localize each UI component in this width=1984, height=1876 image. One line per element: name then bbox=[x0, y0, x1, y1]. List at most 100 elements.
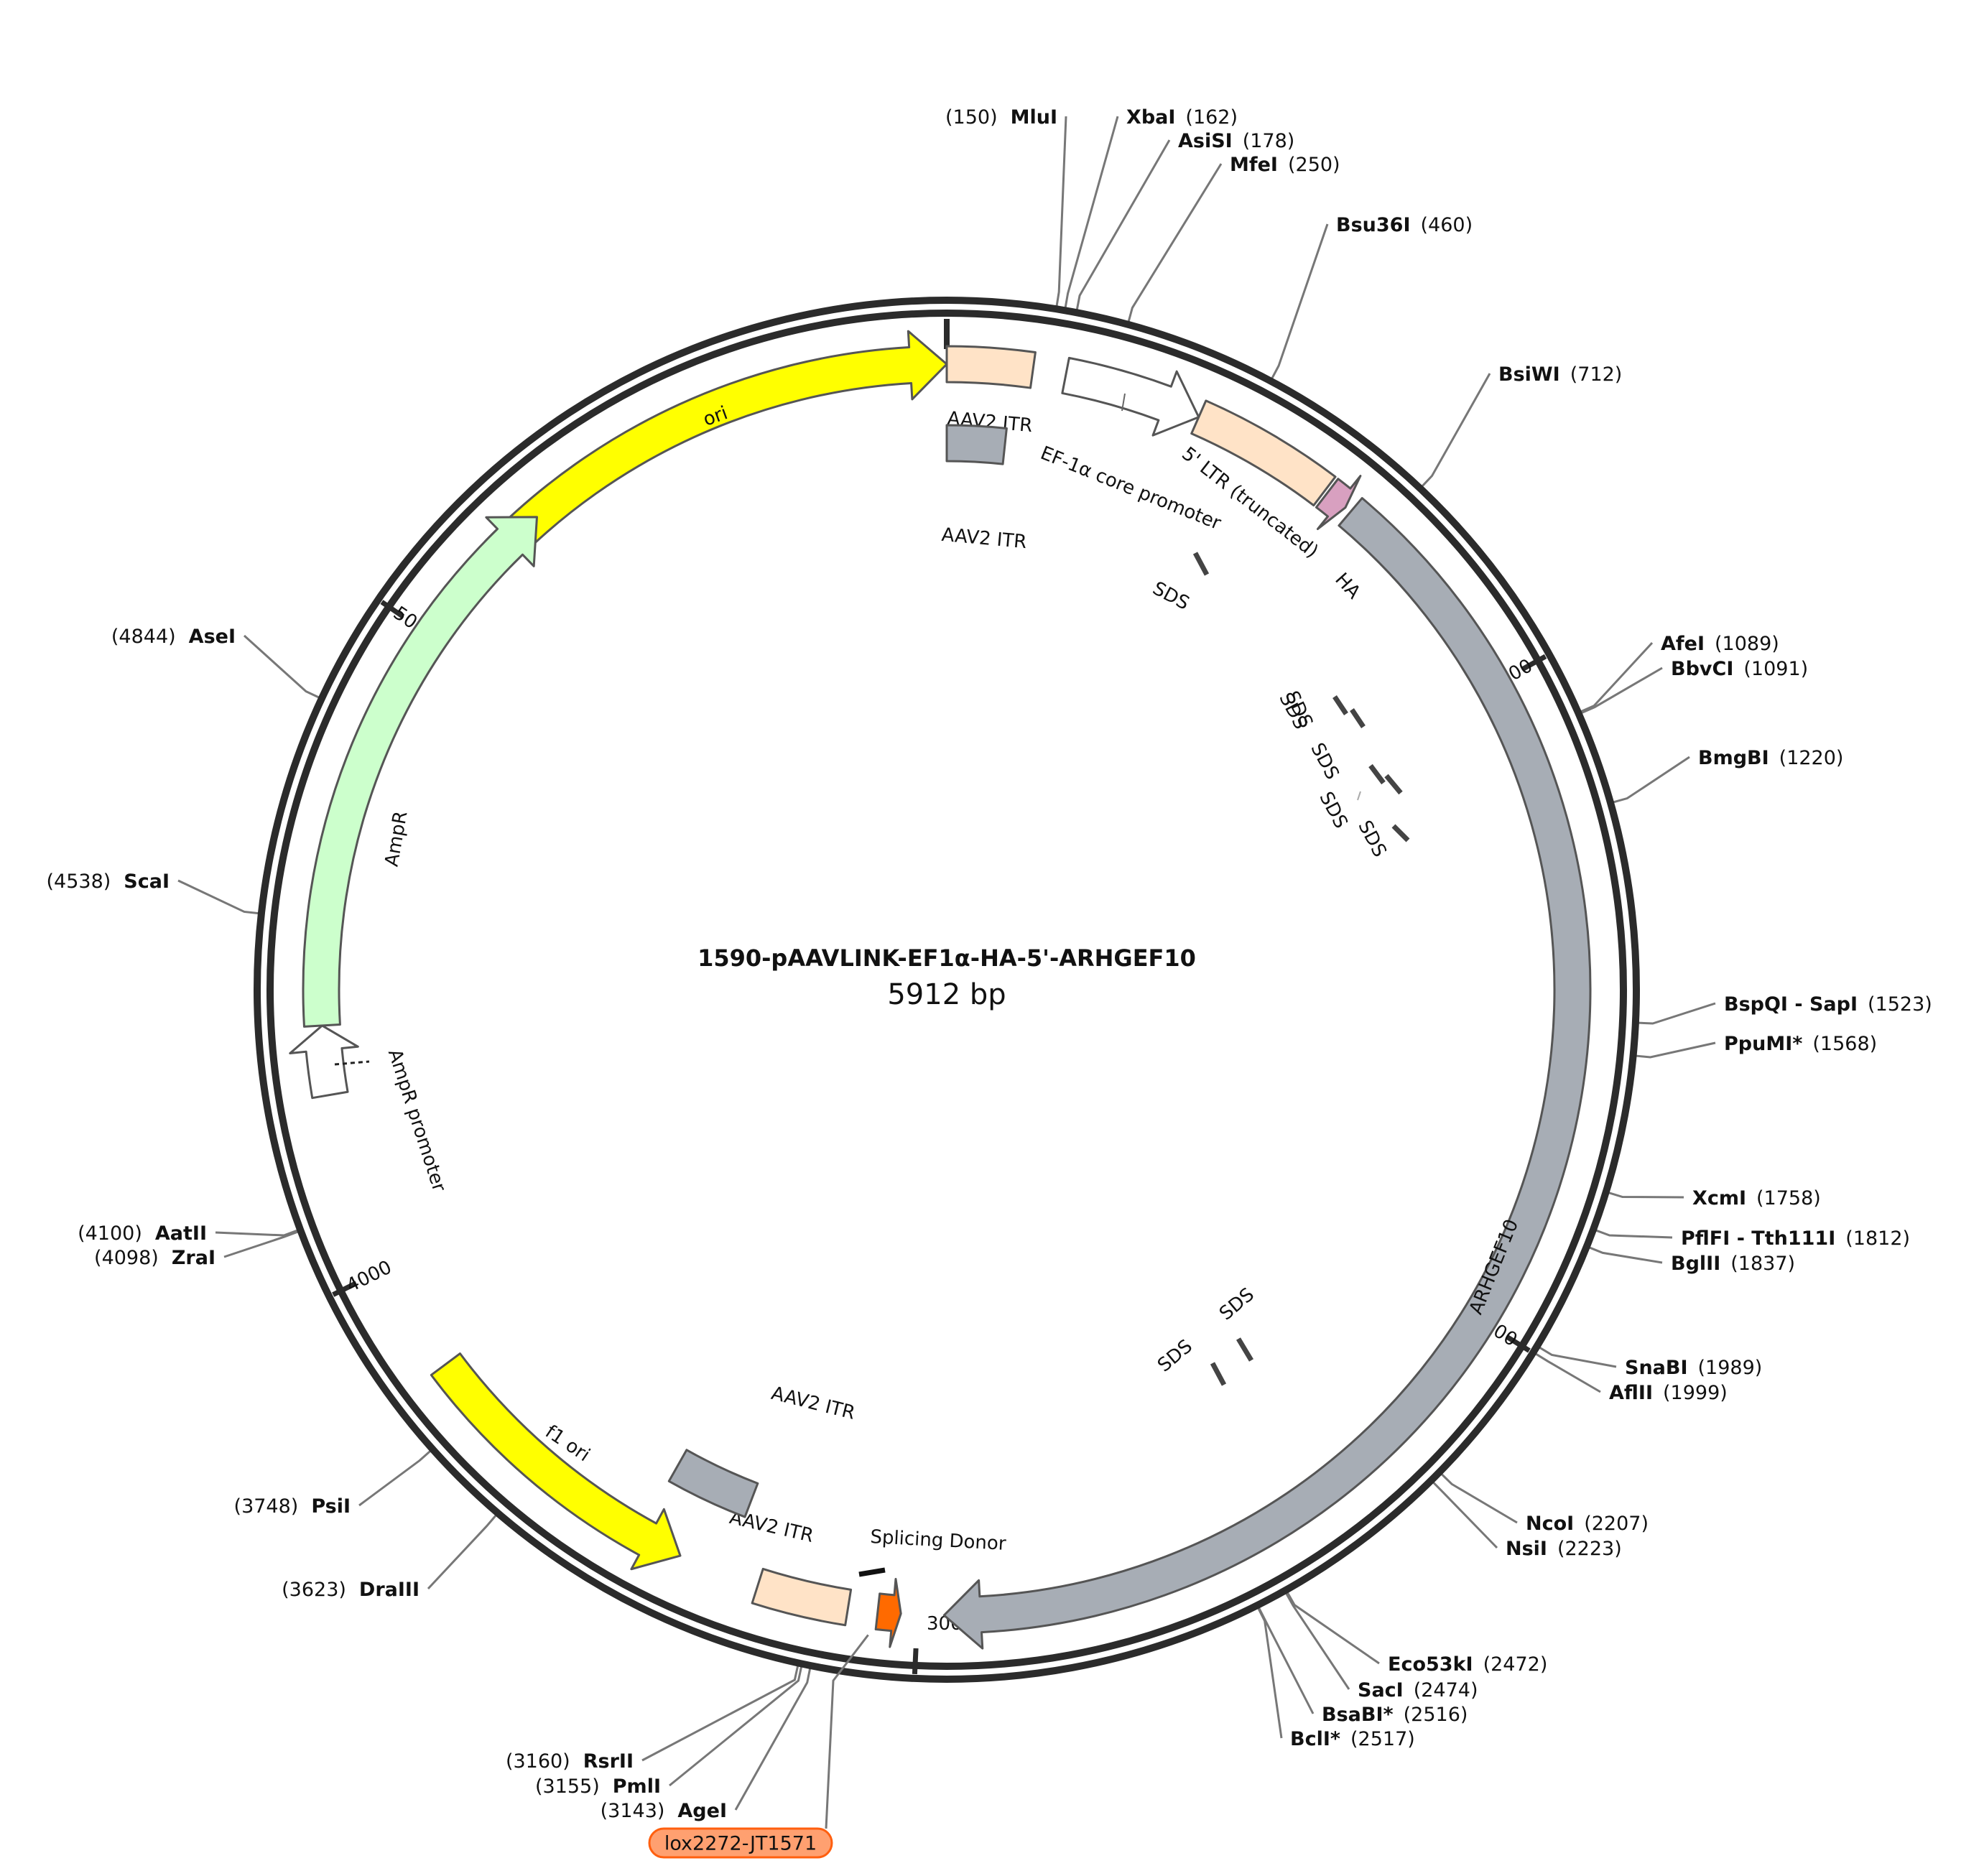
site-leader bbox=[1589, 1246, 1663, 1264]
primer-label: lox2272-JT1571 bbox=[664, 1833, 817, 1855]
site-label: NcoI (2207) bbox=[1526, 1513, 1649, 1535]
feature-shape bbox=[874, 1577, 902, 1648]
site-asei[interactable]: (4844)AseI bbox=[111, 626, 320, 699]
site-eco53ki[interactable]: Eco53kI(2472) bbox=[1286, 1592, 1547, 1676]
feature-aav2-itr-bottom[interactable]: AAV2 ITR bbox=[728, 1507, 853, 1627]
site-mlui[interactable]: (150)MluI bbox=[945, 106, 1067, 307]
feature-aav2-itr-inner-bottom[interactable]: AAV2 ITR bbox=[667, 1383, 858, 1518]
site-leader bbox=[1636, 1041, 1716, 1059]
site-position: (2207) bbox=[1584, 1513, 1649, 1535]
site-afei[interactable]: AfeI(1089) bbox=[1580, 633, 1779, 713]
site-leader bbox=[1127, 163, 1223, 322]
feature-shape bbox=[751, 1567, 853, 1627]
site-mfei[interactable]: MfeI(250) bbox=[1127, 154, 1340, 322]
sds-mark: SDS bbox=[1154, 1335, 1227, 1386]
site-label: (4098)ZraI bbox=[94, 1247, 215, 1269]
site-bbvci[interactable]: BbvCI(1091) bbox=[1581, 658, 1809, 714]
site-rsrii[interactable]: (3160)RsrII bbox=[506, 1666, 799, 1773]
site-saci[interactable]: SacI(2474) bbox=[1285, 1592, 1478, 1701]
feature-aav2-itr-top[interactable]: AAV2 ITR bbox=[945, 345, 1037, 437]
site-position: (3160) bbox=[506, 1750, 570, 1773]
site-bmgbi[interactable]: BmgBI (1220) bbox=[1613, 747, 1844, 804]
feature-ori[interactable]: ori bbox=[484, 330, 948, 567]
site-ncoi[interactable]: NcoI (2207) bbox=[1440, 1473, 1649, 1535]
feature-label: AmpR bbox=[381, 809, 412, 868]
site-label: (4538)ScaI bbox=[47, 870, 170, 893]
site-name: BmgBI bbox=[1698, 747, 1769, 769]
site-position: (1812) bbox=[1845, 1227, 1910, 1250]
site-xbai[interactable]: XbaI(162) bbox=[1064, 106, 1238, 308]
feature-aav2-itr-inner-top[interactable]: AAV2 ITR bbox=[940, 424, 1028, 553]
feature-arhgef10[interactable]: ARHGEF10 bbox=[942, 497, 1592, 1650]
site-ppumi-[interactable]: PpuMI* (1568) bbox=[1636, 1033, 1878, 1059]
site-name: BglII bbox=[1671, 1253, 1720, 1275]
site-name: Bsu36I bbox=[1336, 214, 1411, 236]
site-name: PsiI bbox=[311, 1495, 351, 1518]
feature-shape bbox=[430, 1352, 682, 1571]
site-name: PmlI bbox=[613, 1775, 661, 1798]
site-position: (3143) bbox=[601, 1800, 665, 1822]
site-name: Eco53kI bbox=[1388, 1653, 1473, 1676]
site-zrai[interactable]: (4098)ZraI bbox=[94, 1230, 299, 1269]
feature-label: AAV2 ITR bbox=[769, 1383, 858, 1424]
site-position: (4538) bbox=[47, 870, 111, 893]
site-psii[interactable]: (3748) PsiI bbox=[234, 1450, 432, 1518]
site-leader bbox=[1638, 1002, 1716, 1025]
site-position: (460) bbox=[1421, 214, 1473, 236]
backbone-inner-ring bbox=[266, 310, 1627, 1670]
site-draiii[interactable]: (3623)DraIII bbox=[282, 1514, 497, 1601]
site-name: SnaBI bbox=[1625, 1357, 1688, 1379]
site-label: (4100)AatII bbox=[78, 1222, 207, 1245]
site-bsiwi[interactable]: BsiWI(712) bbox=[1421, 363, 1623, 488]
feature-ampr-promoter[interactable]: AmpR promoter bbox=[289, 1024, 450, 1194]
ampr-divider bbox=[334, 1060, 370, 1066]
site-name: PpuMI* bbox=[1724, 1033, 1802, 1055]
site-name: AatII bbox=[155, 1222, 207, 1245]
site-position: (1091) bbox=[1743, 658, 1808, 680]
site-position: (2474) bbox=[1414, 1679, 1478, 1701]
tick-mark bbox=[1521, 654, 1547, 672]
site-leader bbox=[1286, 1592, 1380, 1665]
site-leader bbox=[223, 1230, 299, 1258]
site-scai[interactable]: (4538)ScaI bbox=[47, 870, 259, 915]
site-bcli-[interactable]: BclI*(2517) bbox=[1257, 1607, 1415, 1750]
site-bspqi-sapi[interactable]: BspQI - SapI(1523) bbox=[1638, 993, 1932, 1025]
site-leader bbox=[243, 634, 320, 699]
site-label: BsaBI*(2516) bbox=[1322, 1704, 1468, 1726]
feature-f1-ori[interactable]: f1 ori bbox=[430, 1352, 682, 1571]
site-name: DraIII bbox=[359, 1579, 419, 1601]
primer-lox2272[interactable]: lox2272-JT1571 bbox=[648, 1634, 869, 1859]
site-pmli[interactable]: (3155) PmlI bbox=[535, 1666, 803, 1798]
sds-line bbox=[1368, 763, 1386, 785]
feature-shape bbox=[302, 516, 538, 1028]
sds-label: SDS bbox=[1154, 1335, 1197, 1376]
site-nsii[interactable]: NsiI(2223) bbox=[1432, 1481, 1622, 1560]
site-bsu36i[interactable]: Bsu36I (460) bbox=[1271, 214, 1473, 379]
sds-line bbox=[1192, 552, 1210, 576]
site-leader bbox=[427, 1514, 497, 1590]
site-name: XcmI bbox=[1692, 1187, 1746, 1209]
site-bglii[interactable]: BglII(1837) bbox=[1589, 1246, 1795, 1275]
site-agei[interactable]: (3143)AgeI bbox=[601, 1668, 812, 1822]
feature-ampr[interactable]: AmpR bbox=[302, 516, 538, 1028]
site-position: (1568) bbox=[1812, 1033, 1877, 1055]
feature-ltr-5[interactable]: 5' LTR (truncated) bbox=[1177, 399, 1337, 562]
site-asisi[interactable]: AsiSI(178) bbox=[1075, 130, 1294, 310]
feature-label: HA bbox=[1330, 569, 1364, 603]
site-name: AseI bbox=[189, 626, 236, 648]
site-position: (3155) bbox=[535, 1775, 600, 1798]
site-xcmi[interactable]: XcmI(1758) bbox=[1608, 1187, 1821, 1209]
site-position: (3748) bbox=[234, 1495, 299, 1518]
sds-mark: SDS bbox=[1353, 774, 1403, 860]
site-aatii[interactable]: (4100)AatII bbox=[78, 1222, 298, 1245]
site-name: ZraI bbox=[172, 1247, 215, 1269]
sds-mark: SDS bbox=[1215, 1283, 1258, 1362]
site-label: PpuMI* (1568) bbox=[1724, 1033, 1877, 1055]
site-aflii[interactable]: AflII(1999) bbox=[1535, 1352, 1728, 1404]
site-position: (1220) bbox=[1779, 747, 1844, 769]
site-snabi[interactable]: SnaBI(1989) bbox=[1539, 1346, 1762, 1379]
site-pflfi-tth111i[interactable]: PflFI - Tth111I(1812) bbox=[1595, 1227, 1910, 1250]
site-label: Eco53kI(2472) bbox=[1388, 1653, 1547, 1676]
site-name: NcoI bbox=[1526, 1513, 1574, 1535]
